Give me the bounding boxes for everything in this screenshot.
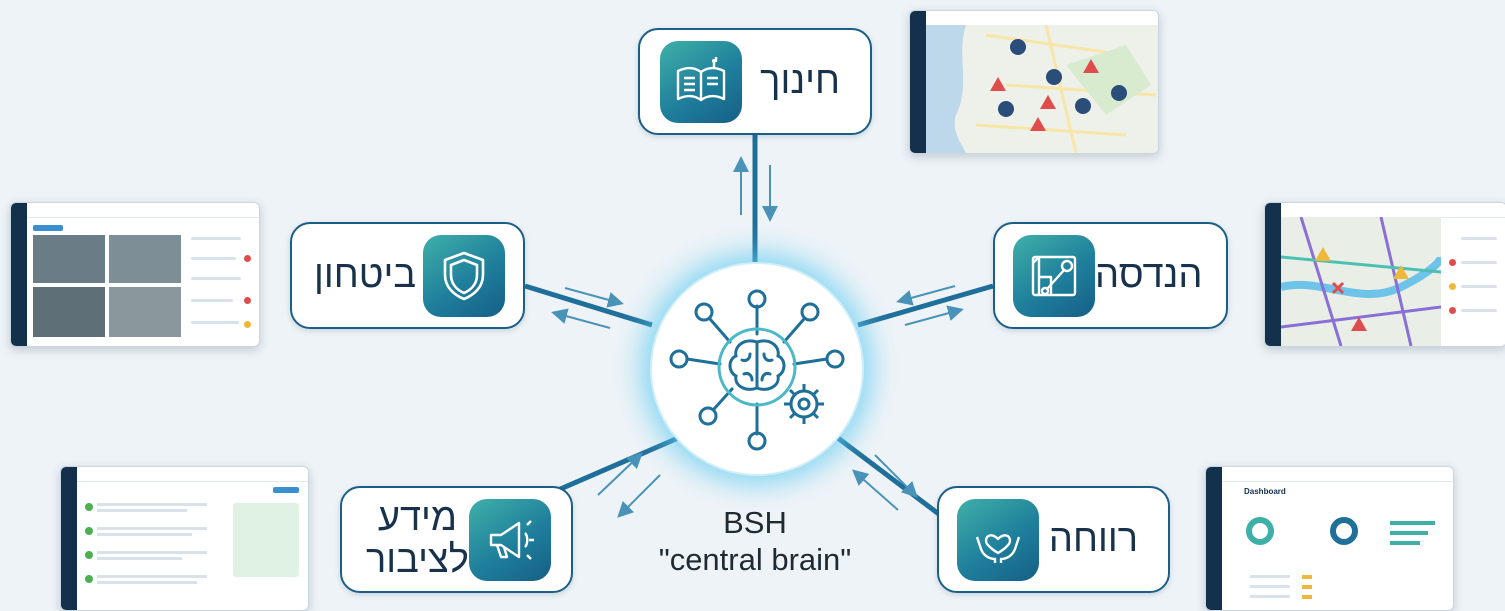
arrow-engineering-out [904, 305, 964, 326]
book-icon [660, 40, 742, 123]
caption-line-1: BSH [723, 505, 787, 540]
thumbnail-topbar [77, 467, 308, 482]
thumbnail-sidebar [61, 467, 77, 610]
thumbnail-sidebar [910, 11, 926, 153]
thumbnail-list-screenshot [60, 466, 309, 611]
thumbnail-topbar [926, 11, 1158, 26]
arrow-security-in [564, 287, 624, 308]
arrow-engineering-in [896, 285, 956, 306]
camera-feed-icon [33, 225, 181, 337]
shield-icon [423, 234, 505, 317]
thumbnail-line [191, 237, 241, 240]
status-dot [1449, 283, 1456, 290]
arrow-security-out [551, 308, 611, 329]
thumbnail-line [1461, 237, 1497, 240]
domain-label-public-info-line1: מידע [377, 496, 457, 539]
domain-label-public-info-line2: לציבור [366, 538, 469, 581]
thumbnail-map-screenshot [909, 10, 1159, 154]
thumbnail-sidebar [1206, 467, 1222, 610]
map-with-alerts-icon [926, 25, 1158, 153]
domain-node-welfare: רווחה [937, 486, 1170, 593]
domain-node-engineering: הנדסה [993, 222, 1228, 329]
arrow-welfare-out [874, 454, 918, 498]
domain-node-security: ביטחון [290, 222, 525, 329]
thumbnail-topbar [1222, 467, 1453, 482]
thumbnail-line [1461, 309, 1497, 312]
thumbnail-sidebar [11, 203, 27, 346]
thumbnail-line [1461, 285, 1497, 288]
domain-label-public-info: מידע לציבור [366, 496, 469, 582]
thumbnail-line [1461, 261, 1497, 264]
arrow-public-info-in [597, 452, 643, 496]
thumbnail-sidebar [1265, 203, 1281, 346]
dashboard-chart-icon [1246, 517, 1435, 599]
thumbnail-cameras-screenshot [10, 202, 260, 347]
caption-line-2: "central brain" [658, 541, 852, 577]
thumbnail-dashboard-title: Dashboard [1244, 487, 1286, 496]
traffic-map-icon [1281, 217, 1441, 346]
status-dot [244, 321, 251, 328]
arrow-welfare-in [852, 469, 899, 511]
domain-node-education: חינוך [638, 28, 872, 135]
central-brain-caption: BSH "central brain" [630, 505, 880, 578]
central-brain-hub [650, 262, 864, 476]
arrow-public-info-out [617, 474, 661, 518]
domain-label-engineering: הנדסה [1095, 253, 1203, 296]
thumbnail-line [191, 299, 233, 302]
status-dot [244, 255, 251, 262]
blueprint-wrench-icon [1013, 234, 1095, 317]
megaphone-icon [469, 498, 551, 581]
message-list-icon [85, 487, 299, 584]
thumbnail-line [191, 257, 236, 260]
domain-label-education: חינוך [760, 59, 840, 102]
status-dot [1449, 259, 1456, 266]
brain-network-icon [669, 289, 845, 451]
thumbnail-topbar [27, 203, 259, 218]
heart-hands-icon [957, 498, 1039, 581]
status-dot [244, 297, 251, 304]
thumbnail-traffic-screenshot [1264, 202, 1505, 347]
status-dot [1449, 307, 1456, 314]
domain-label-welfare: רווחה [1048, 517, 1138, 560]
thumbnail-dashboard-screenshot: Dashboard [1205, 466, 1454, 611]
thumbnail-line [191, 321, 239, 324]
domain-node-public-info: מידע לציבור [340, 486, 573, 593]
thumbnail-line [191, 277, 241, 280]
domain-label-security: ביטחון [314, 253, 417, 296]
thumbnail-topbar [1281, 203, 1505, 218]
